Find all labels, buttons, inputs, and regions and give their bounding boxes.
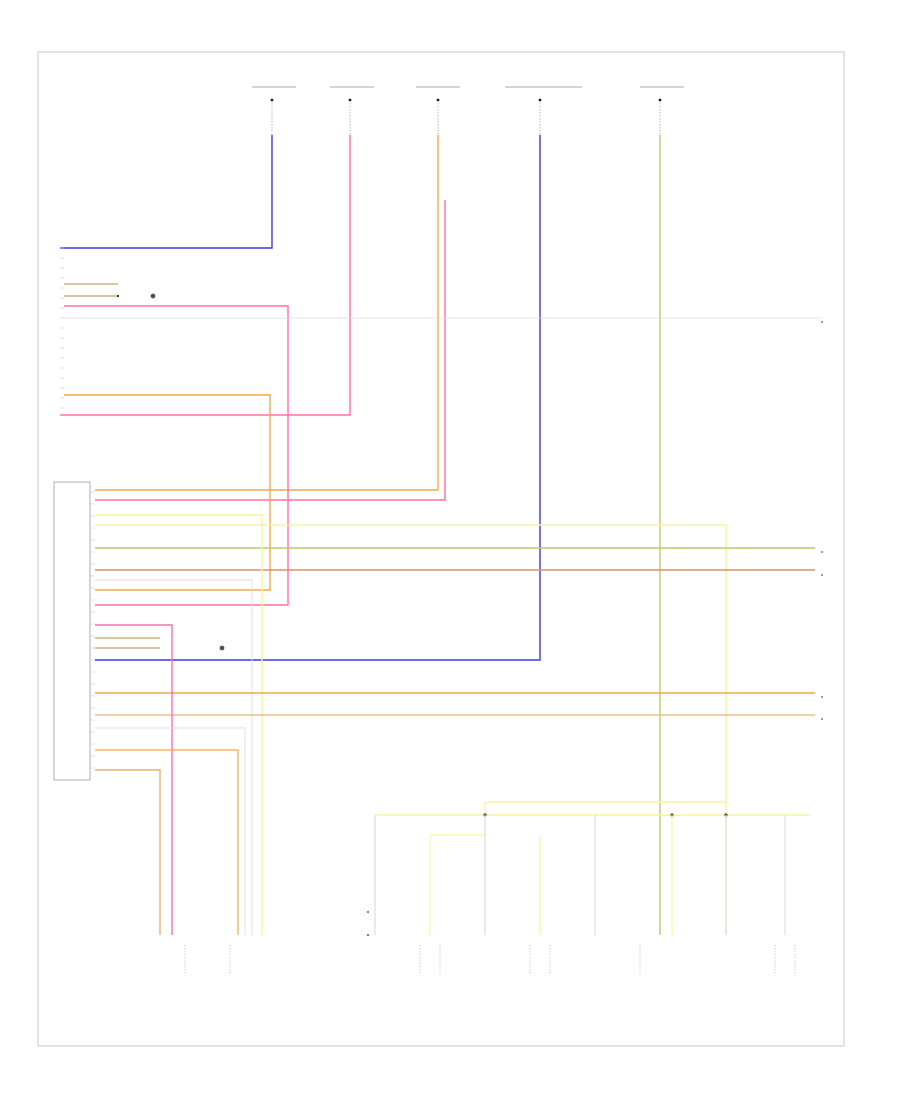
fuse-terminal-icon (270, 98, 274, 102)
main-control-module (53, 481, 91, 781)
wire-grey-down (95, 727, 246, 935)
wire-grey-h1 (95, 579, 253, 935)
wire-pink-upper (64, 305, 289, 606)
fuse-block-4 (505, 86, 582, 135)
fuse-block-1 (252, 86, 296, 135)
upper-connector-pins (60, 247, 64, 409)
diagram-frame (37, 51, 845, 1047)
wire-yellow-short (95, 514, 263, 935)
wire-pink-top-b (95, 200, 446, 501)
terminal-dot-icon (367, 911, 369, 913)
wire-yellow-long-1 (95, 524, 727, 935)
wire-orange-upper (64, 394, 271, 591)
terminal-dot-icon (821, 551, 823, 553)
device-connectors (184, 945, 796, 975)
wire-orange-top-a (95, 135, 439, 491)
fuse-block-3 (416, 86, 460, 135)
terminal-dot-icon (821, 718, 823, 720)
wire-pink-top (60, 135, 351, 416)
fuse-terminal-icon (436, 98, 440, 102)
bus-drops (374, 815, 786, 935)
fuse-block-2 (330, 86, 374, 135)
ground-icon (219, 645, 225, 651)
wire-pink-down (95, 624, 173, 935)
wire-blue-long (95, 135, 541, 661)
right-terminals (821, 321, 823, 720)
terminal-dot-icon (367, 934, 369, 936)
wire-tan-down-3 (95, 769, 161, 935)
ground-icon (150, 293, 156, 299)
fuse-terminal-icon (348, 98, 352, 102)
splice-dot-icon (116, 294, 120, 298)
module-pins (90, 491, 95, 769)
terminal-dot-icon (821, 321, 823, 323)
terminal-dot-icon (821, 574, 823, 576)
terminal-dot-icon (821, 696, 823, 698)
fuse-terminal-icon (658, 98, 662, 102)
fuse-terminal-icon (538, 98, 542, 102)
fuse-block-5 (640, 86, 684, 135)
wire-blue-top (60, 135, 273, 249)
wire-orange-down (95, 749, 239, 935)
